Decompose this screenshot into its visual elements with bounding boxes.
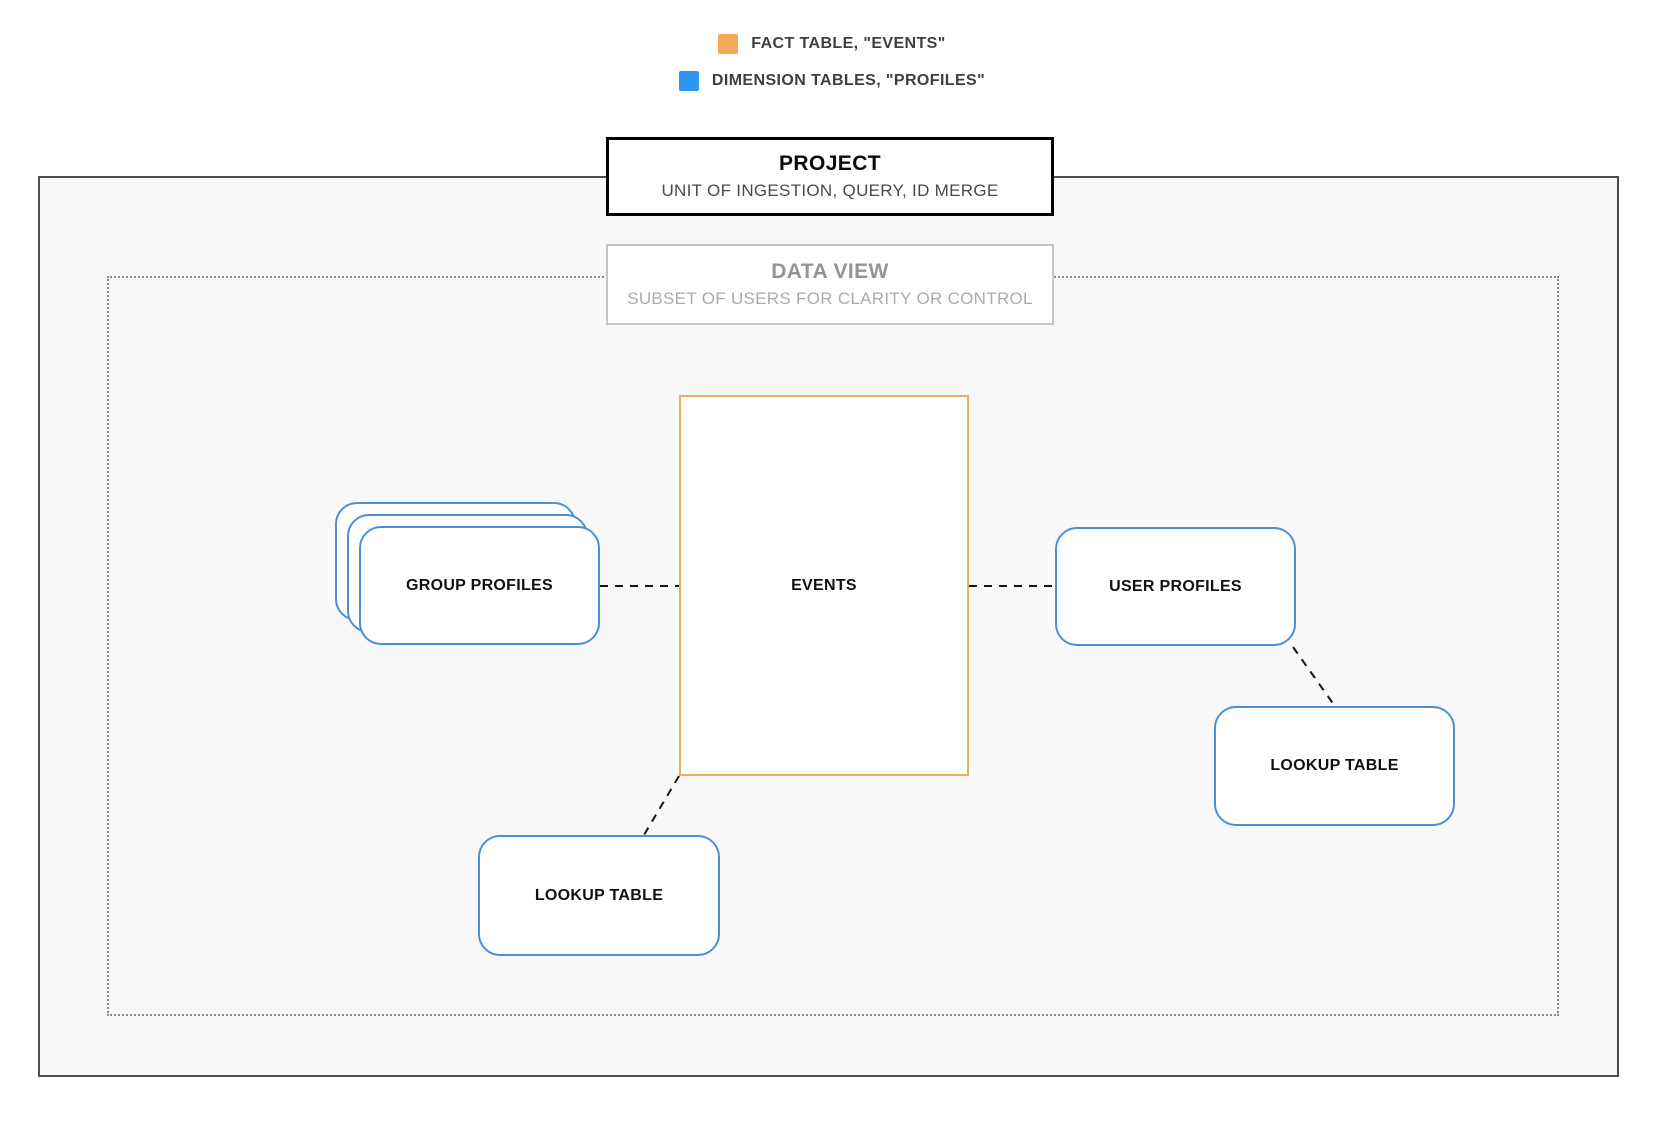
group-profiles-label: GROUP PROFILES <box>405 576 554 594</box>
user-profiles-label: USER PROFILES <box>1109 577 1242 595</box>
connector-events-user-profiles <box>969 585 1055 587</box>
legend: FACT TABLE, "EVENTS" DIMENSION TABLES, "… <box>0 34 1664 91</box>
data-view-title-box: DATA VIEW SUBSET OF USERS FOR CLARITY OR… <box>606 244 1054 325</box>
events-fact-table-node: EVENTS <box>679 395 969 776</box>
lookup-table-right-label: LOOKUP TABLE <box>1270 757 1399 774</box>
legend-item-fact-table: FACT TABLE, "EVENTS" <box>718 34 945 54</box>
legend-item-dimension-tables: DIMENSION TABLES, "PROFILES" <box>678 71 986 91</box>
lookup-table-right-node: LOOKUP TABLE <box>1214 706 1455 826</box>
data-view-subtitle: SUBSET OF USERS FOR CLARITY OR CONTROL <box>627 289 1033 308</box>
project-title: PROJECT <box>779 152 881 175</box>
events-label: EVENTS <box>791 576 857 594</box>
legend-label-dimension-tables: DIMENSION TABLES, "PROFILES" <box>711 72 986 89</box>
project-subtitle: UNIT OF INGESTION, QUERY, ID MERGE <box>661 181 999 200</box>
lookup-table-bottom-node: LOOKUP TABLE <box>478 835 720 956</box>
project-title-box: PROJECT UNIT OF INGESTION, QUERY, ID MER… <box>606 137 1054 216</box>
fact-table-swatch-icon <box>718 34 739 54</box>
group-profiles-node: GROUP PROFILES <box>359 526 600 645</box>
user-profiles-node: USER PROFILES <box>1055 527 1296 646</box>
legend-label-fact-table: FACT TABLE, "EVENTS" <box>751 35 946 52</box>
lookup-table-bottom-label: LOOKUP TABLE <box>534 886 664 904</box>
connector-group-profiles-events <box>600 585 679 587</box>
dimension-tables-swatch-icon <box>678 71 699 91</box>
data-view-title: DATA VIEW <box>771 260 889 283</box>
